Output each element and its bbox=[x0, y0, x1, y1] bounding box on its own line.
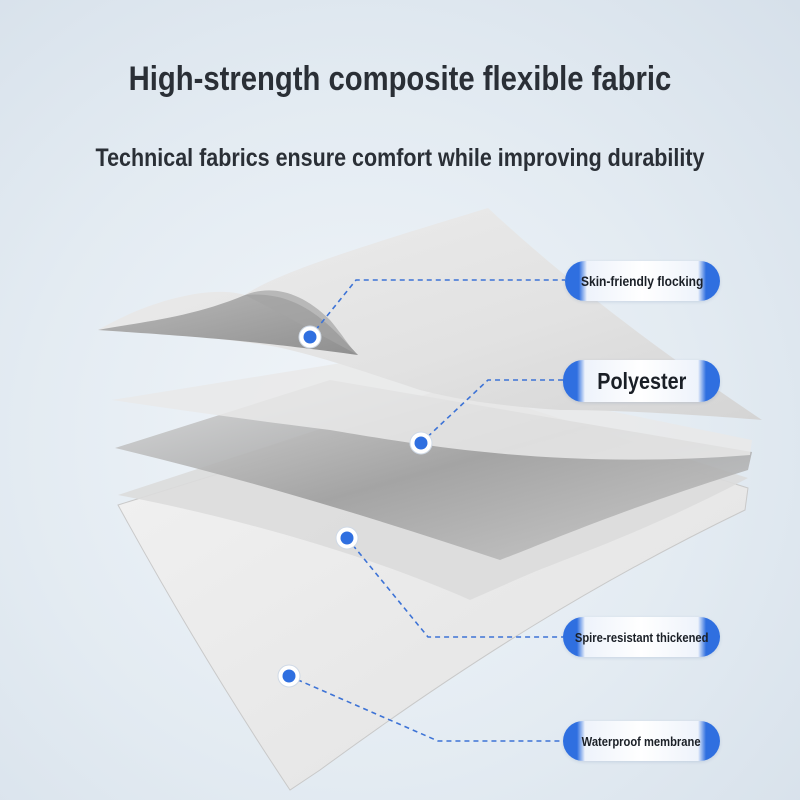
leader-line-skin bbox=[309, 279, 565, 338]
leader-line-spire bbox=[346, 537, 563, 638]
leader-line-polyester bbox=[420, 379, 563, 444]
page-title: High-strength composite flexible fabric bbox=[128, 60, 672, 98]
label-waterproof-membrane: Waterproof membrane bbox=[563, 721, 720, 761]
marker-dot-waterproof bbox=[277, 664, 301, 688]
page-subtitle: Technical fabrics ensure comfort while i… bbox=[95, 144, 705, 172]
marker-dot-skin bbox=[298, 325, 322, 349]
label-skin-text: Skin-friendly flocking bbox=[581, 273, 704, 289]
label-spire-resistant: Spire-resistant thickened bbox=[563, 617, 720, 657]
label-waterproof-text: Waterproof membrane bbox=[582, 733, 701, 749]
leader-line-waterproof bbox=[288, 675, 563, 742]
label-polyester: Polyester bbox=[563, 360, 720, 402]
marker-dot-spire bbox=[335, 526, 359, 550]
label-polyester-text: Polyester bbox=[596, 367, 687, 394]
label-spire-text: Spire-resistant thickened bbox=[574, 629, 709, 645]
marker-dot-polyester bbox=[409, 431, 433, 455]
label-skin-friendly-flocking: Skin-friendly flocking bbox=[565, 261, 720, 301]
